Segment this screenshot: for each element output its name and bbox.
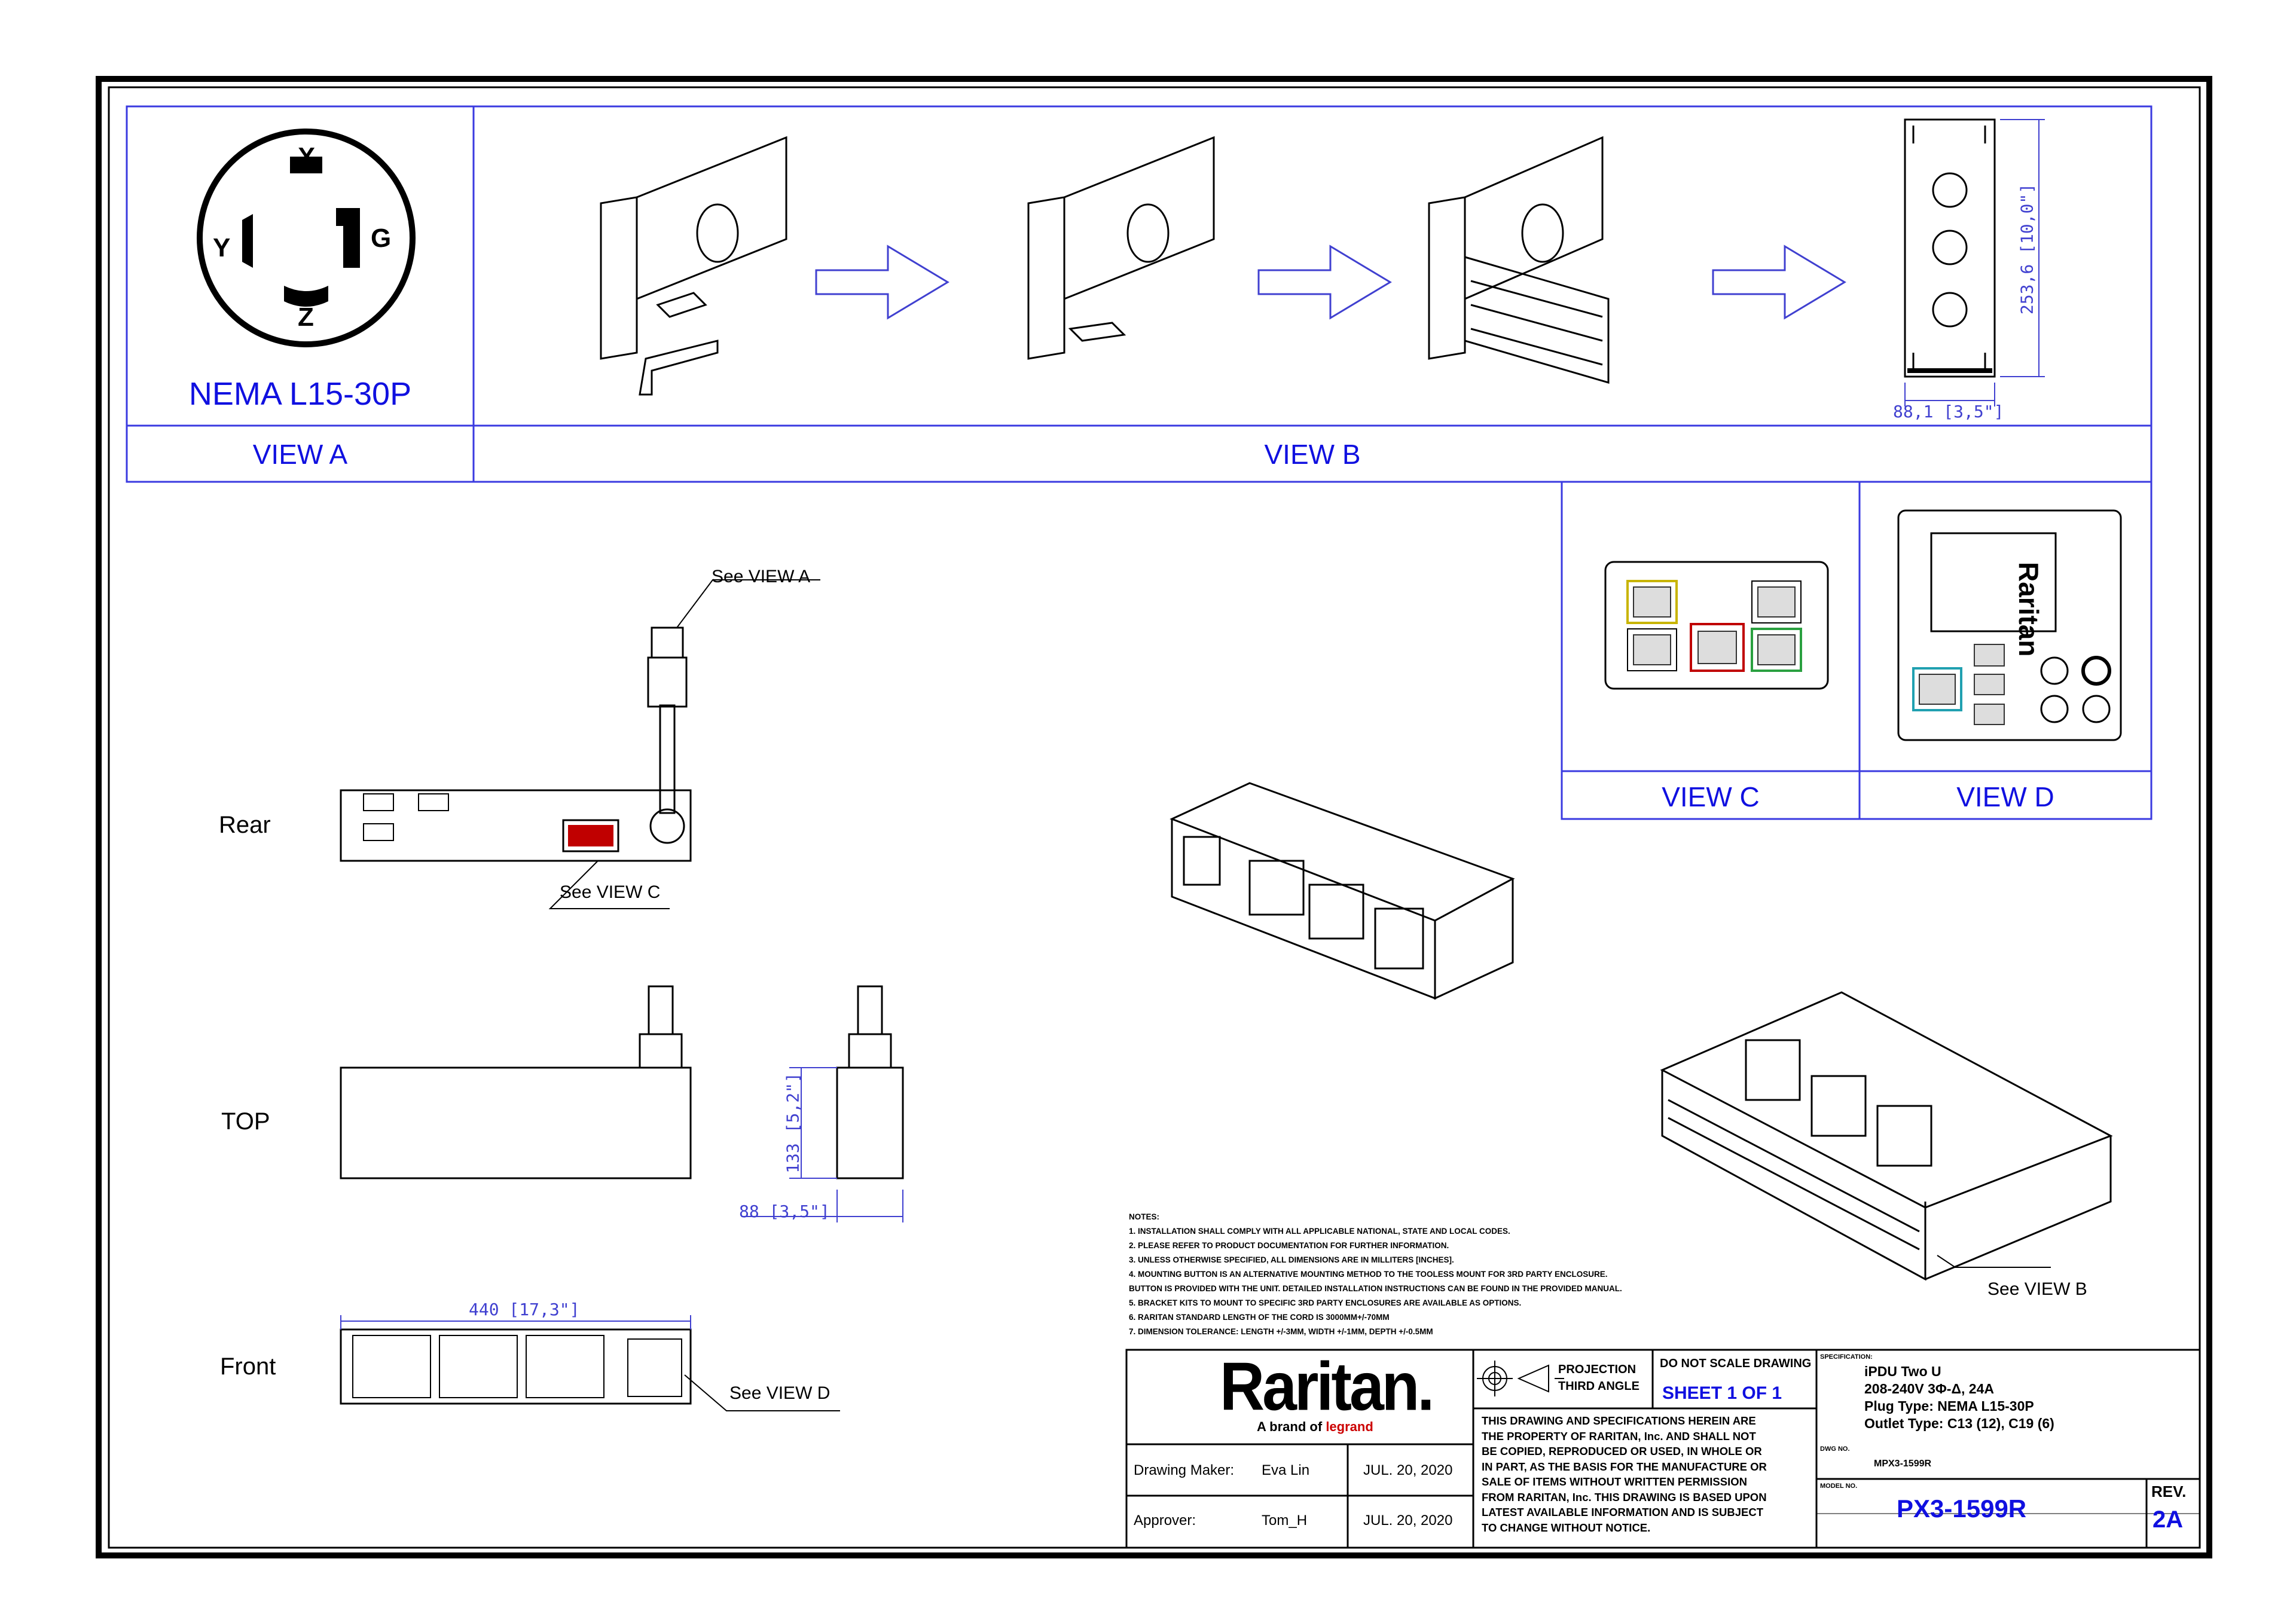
top-view [340,985,904,1179]
see-view-b-callout: See VIEW B [1987,1279,2087,1299]
drawing-maker-date: JUL. 20, 2020 [1363,1462,1453,1478]
view-d-label: VIEW D [1956,781,2054,812]
model-no-value: PX3-1599R [1897,1494,2027,1523]
rear-label: Rear [219,812,271,838]
disclaimer-line-4: IN PART, AS THE BASIS FOR THE MANUFACTUR… [1482,1460,1767,1473]
plug-face-icon [197,129,416,347]
note-1: 1. INSTALLATION SHALL COMPLY WITH ALL AP… [1129,1227,1510,1236]
bracket-dimension-lines [1904,119,2045,406]
spec-label: SPECIFICATION: [1820,1353,1873,1361]
sheet-number: SHEET 1 OF 1 [1662,1383,1782,1403]
disclaimer-line-8: TO CHANGE WITHOUT NOTICE. [1482,1521,1651,1534]
brand-logo: Raritan. [1220,1349,1434,1425]
drawing-maker-name: Eva Lin [1262,1462,1310,1478]
disclaimer-line-6: FROM RARITAN, Inc. THIS DRAWING IS BASED… [1482,1490,1767,1503]
disclaimer-line-1: THIS DRAWING AND SPECIFICATIONS HEREIN A… [1482,1414,1756,1427]
disclaimer-line-5: SALE OF ITEMS WITHOUT WRITTEN PERMISSION [1482,1475,1747,1488]
view-c-panel [1604,561,1829,690]
projection-symbol-icon [1477,1361,1564,1396]
title-block-grid [1125,1349,2201,1549]
note-2: 2. PLEASE REFER TO PRODUCT DOCUMENTATION… [1129,1241,1449,1250]
sequence-arrows [815,244,1846,320]
note-7: 7. DIMENSION TOLERANCE: LENGTH +/-3MM, W… [1129,1327,1433,1336]
approver-label: Approver: [1134,1512,1196,1529]
tagline-prefix: A brand of [1257,1419,1323,1434]
disclaimer-line-7: LATEST AVAILABLE INFORMATION AND IS SUBJ… [1482,1506,1764,1518]
spec-block: iPDU Two U 208-240V 3Φ-Δ, 24A Plug Type:… [1864,1363,2054,1432]
top-label: TOP [221,1108,270,1135]
disclaimer-block: THIS DRAWING AND SPECIFICATIONS HEREIN A… [1482,1413,1810,1535]
spec-line-1: iPDU Two U [1864,1364,1941,1379]
pin-x-label: X [298,142,316,172]
note-4b: BUTTON IS PROVIDED WITH THE UNIT. DETAIL… [1129,1284,1622,1293]
pdu-isometric [1170,782,1515,1000]
notes-heading: NOTES: [1129,1212,1160,1221]
bracket-step-2 [1027,136,1215,360]
view-c-label: VIEW C [1662,781,1760,812]
note-6: 6. RARITAN STANDARD LENGTH OF THE CORD I… [1129,1313,1390,1322]
view-a-label: VIEW A [252,439,348,470]
front-view [340,1328,840,1411]
projection-line-1: PROJECTION [1558,1363,1636,1376]
pin-y-label: Y [213,233,231,262]
see-view-d-callout: See VIEW D [729,1383,831,1403]
outer-border [96,76,2212,1558]
device-brand-label: Raritan [2013,562,2044,657]
pin-z-label: Z [298,302,314,332]
brand-tagline: A brand of legrand [1257,1419,1373,1435]
tagline-brand: legrand [1326,1419,1373,1434]
bracket-sequence [600,118,1996,396]
spec-line-2: 208-240V 3Φ-Δ, 24A [1864,1381,1994,1396]
drawing-maker-label: Drawing Maker: [1134,1462,1235,1478]
dwg-no-value: MPX3-1599R [1874,1459,1932,1469]
front-dimension-lines [340,1315,691,1329]
see-view-a-callout: See VIEW A [712,567,811,586]
bracket-front-view [1904,118,1996,378]
bracket-width-dim: 88,1 [3,5"] [1893,402,2004,421]
projection-line-2: THIRD ANGLE [1558,1380,1639,1393]
model-no-label: MODEL NO. [1820,1483,1858,1490]
front-width-dim: 440 [17,3"] [469,1300,580,1319]
approver-date: JUL. 20, 2020 [1363,1512,1453,1529]
note-3: 3. UNLESS OTHERWISE SPECIFIED, ALL DIMEN… [1129,1255,1454,1264]
side-height-dim: 133 [5,2"] [783,1072,803,1173]
bracket-height-dim: 253,6 [10,0"] [2017,183,2037,315]
pin-g-label: G [371,224,392,253]
rev-label: REV. [2151,1483,2187,1500]
plug-type-title: NEMA L15-30P [188,376,412,412]
rear-view [340,579,820,909]
see-view-c-callout: See VIEW C [560,882,661,902]
view-b-label: VIEW B [1264,439,1361,470]
bracket-step-1 [600,136,787,396]
disclaimer-line-3: BE COPIED, REPRODUCED OR USED, IN WHOLE … [1482,1445,1762,1457]
dwg-no-label: DWG NO. [1820,1445,1850,1453]
note-4: 4. MOUNTING BUTTON IS AN ALTERNATIVE MOU… [1129,1270,1608,1279]
front-label: Front [220,1353,276,1380]
do-not-scale-label: DO NOT SCALE DRAWING [1660,1357,1812,1370]
approver-name: Tom_H [1262,1512,1308,1529]
disclaimer-line-2: THE PROPERTY OF RARITAN, Inc. AND SHALL … [1482,1429,1756,1442]
bracket-step-3 [1428,136,1610,384]
view-d-panel [1897,509,2122,741]
side-dimension-lines [741,1067,903,1222]
spec-line-4: Outlet Type: C13 (12), C19 (6) [1864,1416,2054,1431]
top-view-grid [126,105,2152,820]
note-5: 5. BRACKET KITS TO MOUNT TO SPECIFIC 3RD… [1129,1298,1522,1307]
spec-line-3: Plug Type: NEMA L15-30P [1864,1398,2034,1414]
notes-block: NOTES: 1. INSTALLATION SHALL COMPLY WITH… [1129,1210,1703,1339]
rev-value: 2A [2152,1506,2184,1533]
side-depth-dim: 88 [3,5"] [739,1202,830,1221]
pdu-rack-isometric [1660,991,2113,1281]
